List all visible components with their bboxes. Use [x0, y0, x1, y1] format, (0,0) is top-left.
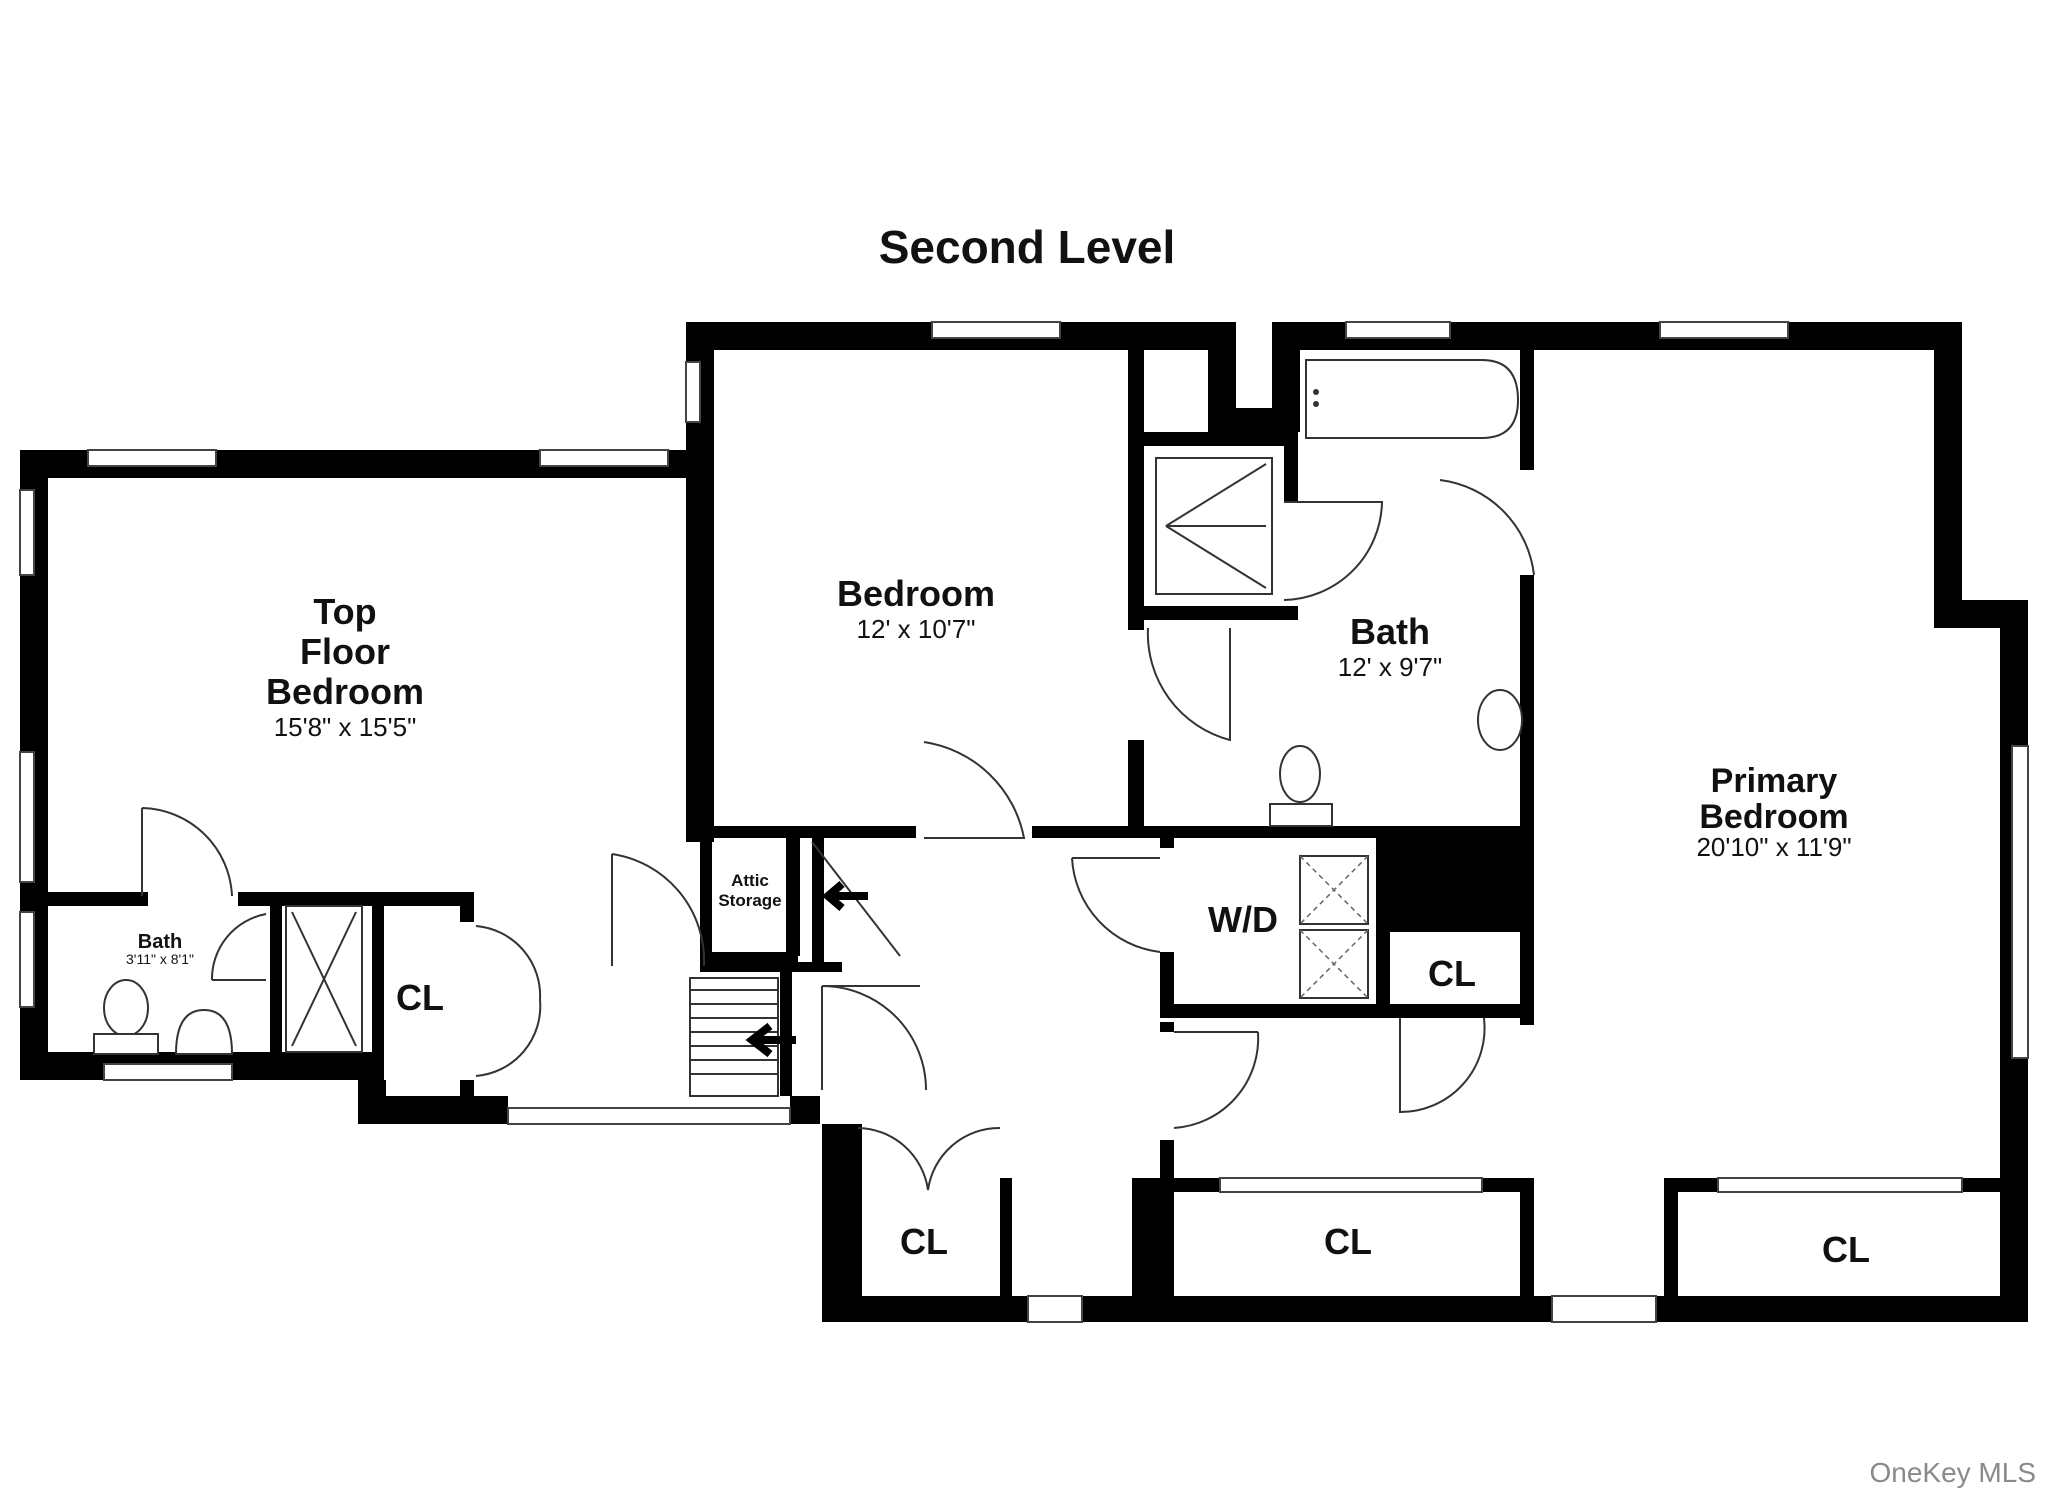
- small-bath-name: Bath: [138, 931, 182, 953]
- windows: [19, 321, 2029, 1323]
- interior-walls: [48, 350, 2014, 1322]
- top-floor-bedroom-dims: 15'8" x 15'5": [274, 712, 417, 742]
- closet-label: CL: [1428, 953, 1476, 994]
- laundry-name: W/D: [1208, 899, 1278, 940]
- bath-dims: 12' x 9'7": [1338, 652, 1442, 682]
- closet-label: CL: [900, 1221, 948, 1262]
- room-labels: Top Floor Bedroom 15'8" x 15'5" Bedroom …: [126, 573, 1870, 1270]
- closet-label: CL: [1822, 1229, 1870, 1270]
- primary-bedroom-name-line-1: Primary: [1711, 762, 1838, 800]
- bedroom-name: Bedroom: [837, 573, 995, 614]
- exterior-walls: [20, 322, 2028, 1322]
- watermark: OneKey MLS: [1869, 1457, 2036, 1488]
- plan-title: Second Level: [879, 221, 1176, 273]
- top-floor-bedroom-name-line-3: Bedroom: [266, 671, 424, 712]
- primary-bedroom-name-line-2: Bedroom: [1699, 798, 1848, 836]
- attic-storage-name-line-2: Storage: [718, 891, 781, 910]
- attic-storage-name-line-1: Attic: [731, 871, 769, 890]
- door-swings: [141, 479, 1535, 1191]
- bath-name: Bath: [1350, 611, 1430, 652]
- bedroom-dims: 12' x 10'7": [857, 614, 976, 644]
- closet-label: CL: [396, 977, 444, 1018]
- closet-label: CL: [1324, 1221, 1372, 1262]
- primary-bedroom-dims: 20'10" x 11'9": [1696, 832, 1851, 862]
- top-floor-bedroom-name-line-1: Top: [313, 591, 376, 632]
- top-floor-bedroom-name-line-2: Floor: [300, 631, 390, 672]
- fixtures: [93, 359, 1523, 1097]
- small-bath-dims: 3'11" x 8'1": [126, 951, 194, 967]
